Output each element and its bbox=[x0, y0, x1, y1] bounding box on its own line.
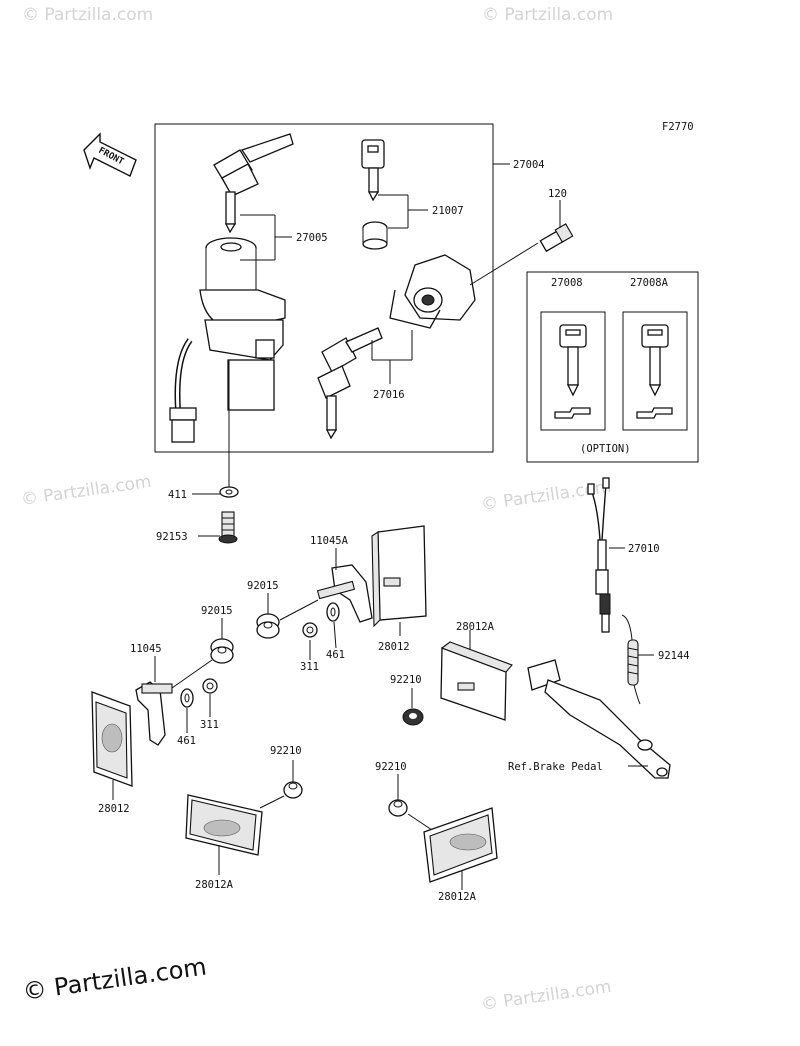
reflector-bracket-11045A-icon bbox=[316, 564, 373, 623]
nut-92210c-icon bbox=[388, 799, 408, 817]
label-92210b: 92210 bbox=[270, 745, 302, 757]
reflector-28012b-icon bbox=[91, 691, 133, 787]
watermark-top-left: © Partzilla.com bbox=[22, 5, 153, 25]
reflector-28012Aa-icon bbox=[440, 641, 513, 721]
reflector-28012Ac-icon bbox=[423, 807, 498, 883]
spring-92144-icon bbox=[621, 614, 641, 705]
brake-switch-27010-icon bbox=[587, 477, 611, 633]
nut-311b-icon bbox=[202, 678, 218, 694]
option-label: (OPTION) bbox=[580, 443, 631, 455]
watermark-mid-left: © Partzilla.com bbox=[20, 472, 153, 510]
figure-code: F2770 bbox=[662, 121, 694, 133]
label-92144: 92144 bbox=[658, 650, 690, 662]
option-key-27008-icon bbox=[540, 311, 606, 431]
nut-92210a-icon bbox=[402, 708, 424, 726]
brake-pedal-icon bbox=[527, 659, 671, 779]
part-labels: 27004 21007 27005 120 27016 27008 27008A… bbox=[98, 159, 690, 903]
label-28012b: 28012 bbox=[98, 803, 130, 815]
label-27010: 27010 bbox=[628, 543, 660, 555]
ignition-kit-box bbox=[154, 123, 494, 453]
label-28012Ac: 28012A bbox=[438, 891, 477, 903]
label-311b: 311 bbox=[200, 719, 219, 731]
label-27005: 27005 bbox=[296, 232, 328, 244]
ignition-switch-icon bbox=[169, 237, 286, 443]
nut-92015b-icon bbox=[210, 638, 234, 664]
washer-461b-icon bbox=[180, 688, 194, 708]
label-28012a: 28012 bbox=[378, 641, 410, 653]
option-key-27008A-icon bbox=[622, 311, 688, 431]
ignition-keys-icon bbox=[213, 133, 294, 234]
label-92015a: 92015 bbox=[247, 580, 279, 592]
watermark-bottom-right: © Partzilla.com bbox=[480, 977, 613, 1015]
label-27008A: 27008A bbox=[630, 277, 669, 289]
label-461a: 461 bbox=[326, 649, 345, 661]
label-92153: 92153 bbox=[156, 531, 188, 543]
label-92210a: 92210 bbox=[390, 674, 422, 686]
screw-120-icon bbox=[539, 223, 574, 253]
label-27004: 27004 bbox=[513, 159, 545, 171]
label-311a: 311 bbox=[300, 661, 319, 673]
watermark-top-right: © Partzilla.com bbox=[482, 5, 613, 25]
ref-brake-pedal-label: Ref.Brake Pedal bbox=[508, 761, 603, 773]
nut-311a-icon bbox=[302, 622, 318, 638]
nut-92210b-icon bbox=[283, 781, 303, 799]
reflector-28012a-icon bbox=[371, 525, 427, 628]
label-27016: 27016 bbox=[373, 389, 405, 401]
washer-411-icon bbox=[219, 486, 239, 498]
washer-461a-icon bbox=[326, 602, 340, 622]
leader-lines bbox=[112, 163, 654, 890]
label-21007: 21007 bbox=[432, 205, 464, 217]
lock-cylinder-icon bbox=[362, 221, 388, 250]
option-keys-box bbox=[526, 271, 699, 463]
washer-hole bbox=[225, 489, 233, 495]
label-11045A: 11045A bbox=[310, 535, 349, 547]
label-411: 411 bbox=[168, 489, 187, 501]
label-28012Ab: 28012A bbox=[195, 879, 234, 891]
reflector-bracket-11045-icon bbox=[135, 681, 173, 746]
label-11045: 11045 bbox=[130, 643, 162, 655]
key-21007-icon bbox=[361, 139, 385, 202]
watermark-bottom-left: © Partzilla.com bbox=[21, 952, 208, 1006]
label-120: 120 bbox=[548, 188, 567, 200]
front-arrow-icon: FRONT bbox=[83, 132, 137, 177]
reflector-28012Ab-icon bbox=[185, 794, 263, 856]
label-461b: 461 bbox=[177, 735, 196, 747]
label-92210c: 92210 bbox=[375, 761, 407, 773]
keys-27016-icon bbox=[317, 327, 383, 440]
label-28012Aa: 28012A bbox=[456, 621, 495, 633]
nut-92015a-icon bbox=[256, 613, 280, 639]
bolt-92153-icon bbox=[218, 511, 238, 544]
label-92015b: 92015 bbox=[201, 605, 233, 617]
seat-lock-icon bbox=[389, 254, 476, 329]
label-27008: 27008 bbox=[551, 277, 583, 289]
